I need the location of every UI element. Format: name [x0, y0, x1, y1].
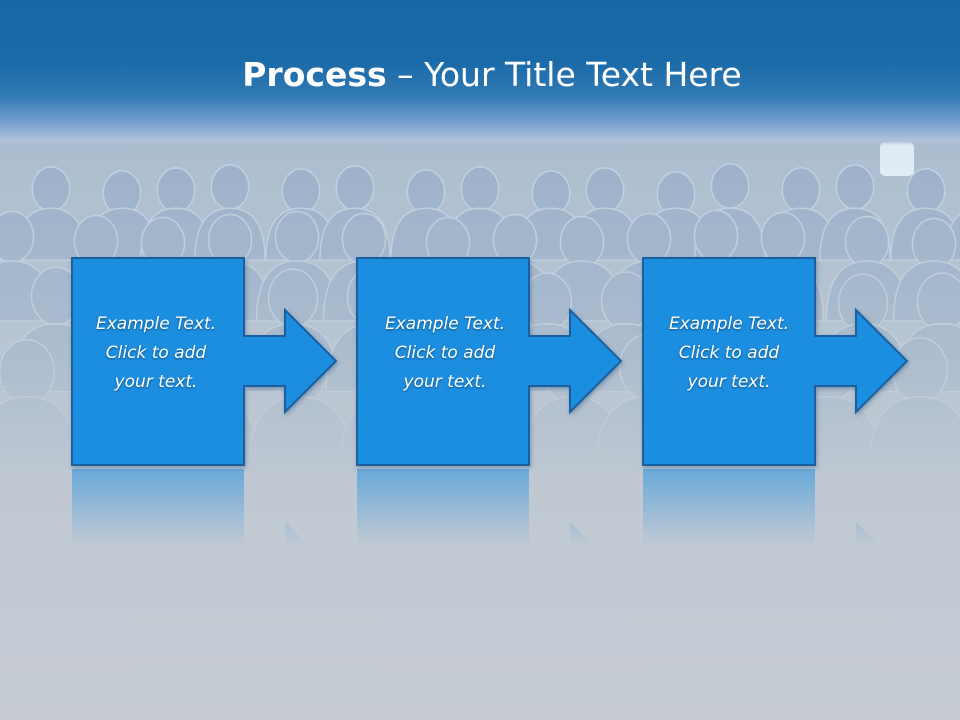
- step-1-reflection: [72, 469, 336, 676]
- step-3-line-1: Example Text.: [668, 314, 790, 334]
- step-3-text[interactable]: Example Text. Click to add your text.: [639, 310, 819, 397]
- step-1-arrow-box[interactable]: [71, 257, 338, 466]
- step-2-line-2: Click to add: [394, 343, 496, 363]
- step-1-line-2: Click to add: [105, 343, 207, 363]
- step-2-reflection: [357, 469, 621, 676]
- step-3-line-2: Click to add: [678, 343, 780, 363]
- step-2-text[interactable]: Example Text. Click to add your text.: [355, 310, 535, 397]
- step-1-line-3: your text.: [114, 372, 198, 392]
- audience-shoulders: [867, 395, 960, 474]
- title-regular-part: – Your Title Text Here: [386, 55, 742, 94]
- step-3-line-3: your text.: [687, 372, 771, 392]
- slide-title[interactable]: Process – Your Title Text Here: [0, 54, 960, 96]
- title-bold-part: Process: [242, 55, 387, 94]
- step-2-arrow-box[interactable]: [356, 257, 623, 466]
- step-3-arrow-box[interactable]: [642, 257, 909, 466]
- step-2-line-3: your text.: [403, 372, 487, 392]
- step-3-reflection: [643, 469, 907, 676]
- step-1-text[interactable]: Example Text. Click to add your text.: [66, 310, 246, 397]
- step-2-line-1: Example Text.: [384, 314, 506, 334]
- step-1-line-1: Example Text.: [95, 314, 217, 334]
- title-bar: [0, 0, 960, 146]
- screen-light-icon: [880, 142, 914, 176]
